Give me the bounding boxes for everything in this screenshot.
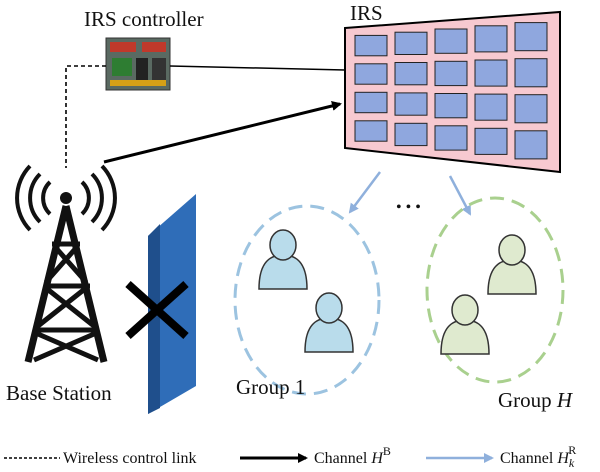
irs-element	[434, 125, 468, 151]
irs-element	[354, 34, 388, 57]
controller-irs-link	[169, 65, 346, 71]
base-station-tower-icon	[15, 164, 117, 363]
base-station-label: Base Station	[6, 381, 112, 405]
groupH-label-prefix: Group	[498, 388, 557, 412]
irs-panel	[344, 10, 561, 174]
channel-hr-arrow-group1	[348, 171, 381, 214]
channel-hb-arrow	[103, 101, 342, 164]
legend-channel-hr: Channel HkR	[500, 443, 576, 470]
legend-channel-hb: Channel HB	[314, 444, 391, 467]
irs-element	[514, 130, 548, 160]
users-layer	[258, 229, 537, 355]
irs-element	[394, 122, 428, 147]
legend-wireless-control-link: Wireless control link	[63, 450, 197, 467]
groupH-ellipse	[425, 196, 565, 384]
user-icon	[258, 229, 308, 290]
irs-element-grid	[354, 22, 548, 160]
irs-element	[434, 60, 468, 87]
user-icon	[304, 292, 354, 353]
irs-element	[514, 58, 548, 88]
irs-label: IRS	[350, 1, 383, 25]
user-icon	[487, 234, 537, 295]
irs-element	[514, 94, 548, 124]
irs-element	[474, 59, 508, 87]
irs-element	[434, 28, 468, 54]
group1-label: Group 1	[236, 375, 305, 399]
irs-element	[394, 92, 428, 116]
irs-element	[514, 22, 548, 52]
groupH-label: Group H	[498, 388, 574, 412]
obstacle-wall	[148, 194, 196, 414]
user-icon	[440, 294, 490, 355]
irs-element	[354, 91, 388, 114]
irs-element	[434, 93, 468, 119]
irs-element	[354, 120, 388, 142]
irs-element	[394, 62, 428, 86]
wireless-control-link-line	[65, 65, 106, 168]
irs-controller-label: IRS controller	[84, 7, 204, 31]
irs-element	[354, 63, 388, 85]
legend: Wireless control link Channel HB Channel…	[4, 443, 576, 470]
groupH-label-var: H	[556, 388, 574, 412]
irs-element	[474, 25, 508, 53]
irs-element	[474, 93, 508, 121]
irs-element	[474, 127, 508, 155]
irs-controller-board-icon	[105, 37, 171, 91]
group1-ellipse	[233, 204, 381, 396]
ellipsis-dots: • • •	[396, 199, 421, 216]
irs-element	[394, 31, 428, 55]
blocked-x-icon	[125, 281, 189, 339]
channel-hr-arrow-groupH	[448, 175, 472, 216]
